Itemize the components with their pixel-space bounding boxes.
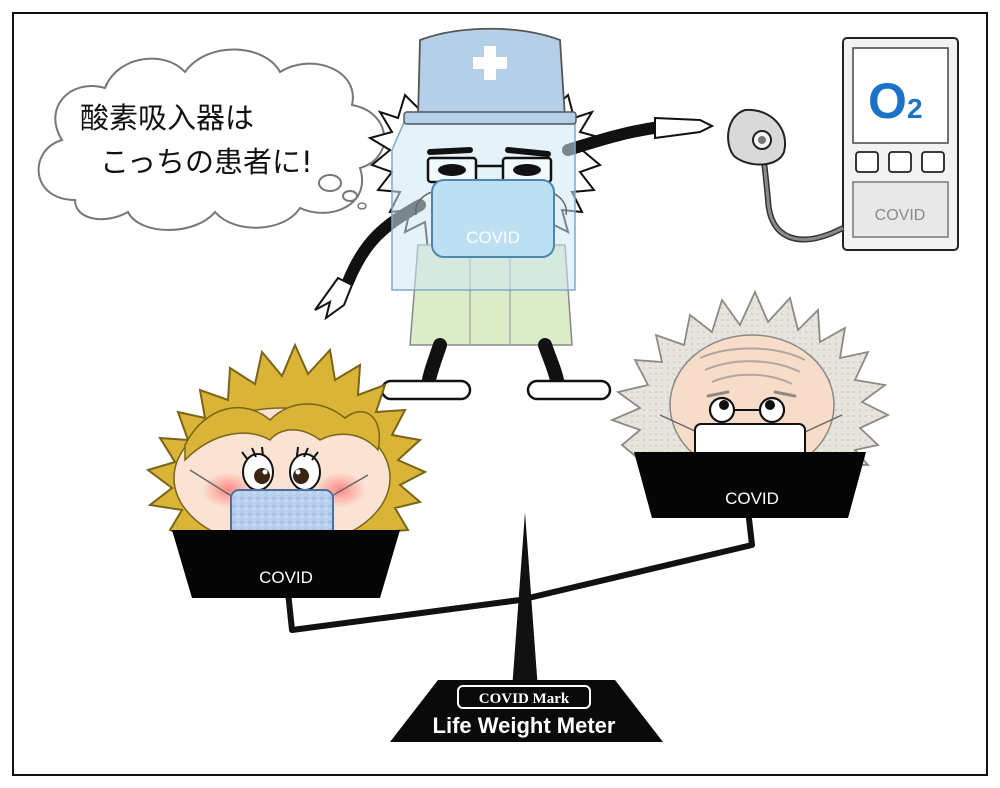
oxygen-machine: O 2 COVID	[842, 37, 959, 251]
right-pointing-hand	[654, 116, 715, 140]
young-patient-eyes	[241, 446, 321, 491]
scale-badge	[457, 685, 591, 709]
scale-title: Life Weight Meter	[433, 713, 616, 738]
balance-scale: COVID Mark Life Weight Meter	[285, 509, 755, 742]
thought-cloud: 酸素吸入器は こっちの患者に!	[37, 48, 386, 231]
left-pan-label: COVID	[259, 568, 313, 587]
left-scale-pan: COVID	[172, 530, 400, 598]
o2-symbol: O	[868, 73, 907, 129]
o2-button-2	[888, 151, 912, 173]
left-pointing-hand	[314, 276, 354, 321]
left-shoe	[380, 379, 472, 401]
young-patient	[145, 342, 428, 549]
medical-cross-icon	[473, 46, 507, 80]
doctor-character: COVID	[314, 27, 715, 401]
elderly-patient-glasses	[708, 396, 786, 424]
o2-button-3	[921, 151, 945, 173]
speech-line-2: こっちの患者に!	[100, 145, 313, 179]
speech-line-1: 酸素吸入器は	[80, 101, 254, 135]
right-scale-pan: COVID	[634, 452, 866, 518]
doctor-mask-label: COVID	[466, 228, 520, 247]
o2-subscript: 2	[907, 93, 923, 124]
right-pan-label: COVID	[725, 489, 779, 508]
o2-panel-label: COVID	[875, 207, 926, 224]
o2-button-1	[855, 151, 879, 173]
scale-beam	[285, 509, 755, 633]
right-shoe	[526, 379, 612, 401]
doctor-glasses	[426, 156, 553, 184]
doctor-mask: COVID	[414, 179, 568, 258]
scale-badge-text: COVID Mark	[479, 691, 570, 707]
oxygen-mask-icon	[727, 108, 787, 166]
